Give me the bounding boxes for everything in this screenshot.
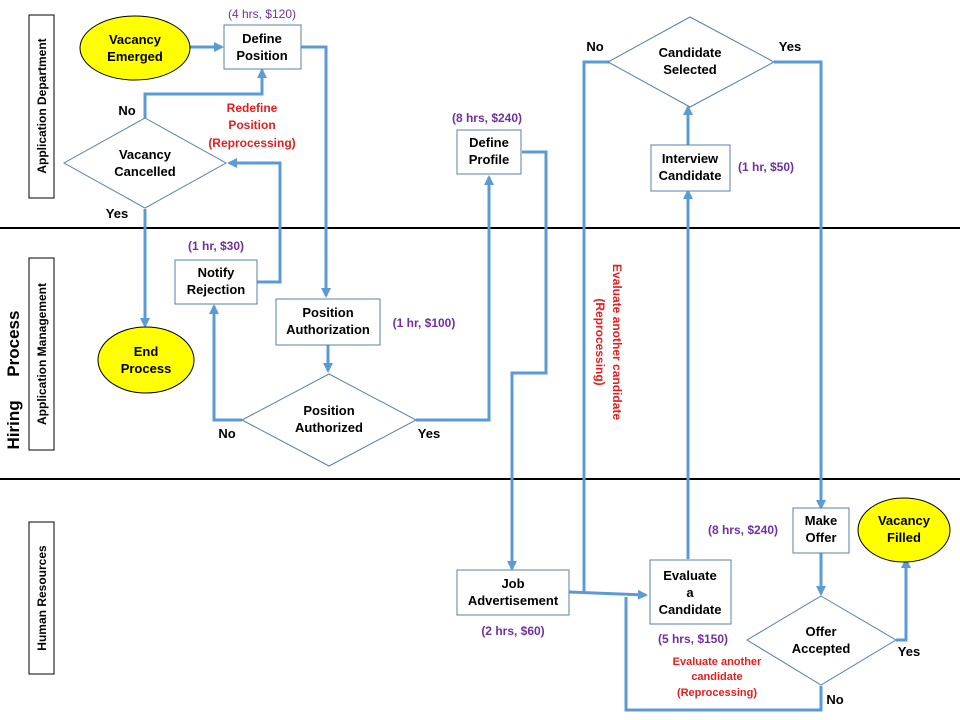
- accepted-no-label: No: [826, 692, 843, 707]
- svg-text:Offer: Offer: [805, 530, 836, 545]
- svg-text:Position: Position: [228, 118, 275, 132]
- flow-lines: [140, 42, 911, 712]
- interview-candidate-cost: (1 hr, $50): [738, 160, 794, 174]
- flow-arrow: [143, 68, 267, 118]
- flow-arrow: [624, 597, 823, 712]
- svg-text:Human Resources: Human Resources: [35, 545, 49, 651]
- vacancy-emerged-node: Vacancy Emerged: [79, 15, 191, 81]
- lane-human-resources: Human Resources: [28, 521, 55, 675]
- job-advertisement-cost: (2 hrs, $60): [481, 624, 544, 638]
- flow-arrow: [582, 60, 610, 594]
- svg-text:Job: Job: [501, 576, 524, 591]
- vacancy-filled-node: Vacancy Filled: [857, 497, 951, 563]
- flow-arrow: [227, 158, 282, 284]
- position-authorization-node: Position Authorization: [275, 298, 381, 346]
- vacancy-cancelled-node: Vacancy Cancelled: [62, 117, 228, 209]
- svg-text:Profile: Profile: [469, 152, 509, 167]
- svg-text:Position: Position: [303, 403, 354, 418]
- svg-text:Process: Process: [121, 361, 172, 376]
- process-title: Hiring Process: [4, 311, 23, 450]
- authorized-yes-label: Yes: [418, 426, 440, 441]
- svg-text:Authorized: Authorized: [295, 420, 363, 435]
- evaluate-another-vertical-annotation: Evaluate another candidate (Reprocessing…: [593, 264, 624, 420]
- notify-rejection-cost: (1 hr, $30): [188, 239, 244, 253]
- svg-text:Evaluate another: Evaluate another: [673, 656, 762, 668]
- cancelled-yes-label: Yes: [106, 206, 128, 221]
- svg-text:(Reprocessing): (Reprocessing): [677, 687, 757, 699]
- svg-text:(Reprocessing): (Reprocessing): [208, 136, 295, 150]
- candidate-selected-node: Candidate Selected: [606, 16, 776, 108]
- evaluate-candidate-cost: (5 hrs, $150): [658, 632, 728, 646]
- svg-text:Offer: Offer: [805, 624, 836, 639]
- evaluate-another-bottom-annotation: Evaluate another candidate (Reprocessing…: [673, 656, 762, 699]
- redefine-position-annotation: Redefine Position (Reprocessing): [208, 101, 295, 150]
- svg-text:Evaluate another candidate: Evaluate another candidate: [610, 264, 624, 420]
- define-profile-node: Define Profile: [456, 129, 522, 175]
- define-position-node: Define Position: [223, 24, 302, 70]
- make-offer-node: Make Offer: [792, 507, 850, 554]
- make-offer-cost: (8 hrs, $240): [708, 523, 778, 537]
- cancelled-no-label: No: [118, 103, 135, 118]
- lane-application-management: Application Management: [28, 257, 55, 451]
- svg-text:Candidate: Candidate: [659, 602, 722, 617]
- svg-text:Application Department: Application Department: [35, 38, 49, 173]
- evaluate-candidate-node: Evaluate a Candidate: [649, 559, 732, 625]
- svg-text:Filled: Filled: [887, 530, 921, 545]
- authorized-no-label: No: [218, 426, 235, 441]
- svg-text:Authorization: Authorization: [286, 322, 370, 337]
- svg-text:Interview: Interview: [662, 151, 719, 166]
- svg-text:Advertisement: Advertisement: [468, 593, 559, 608]
- svg-text:Cancelled: Cancelled: [114, 164, 175, 179]
- svg-text:End: End: [134, 344, 159, 359]
- svg-text:Vacancy: Vacancy: [878, 513, 931, 528]
- svg-text:Candidate: Candidate: [659, 45, 722, 60]
- svg-text:Position: Position: [302, 305, 353, 320]
- flow-arrow: [507, 150, 548, 571]
- flow-arrow: [416, 175, 494, 422]
- svg-text:Vacancy: Vacancy: [109, 32, 162, 47]
- selected-yes-label: Yes: [779, 39, 801, 54]
- svg-text:Position: Position: [236, 48, 287, 63]
- svg-text:Make: Make: [805, 513, 838, 528]
- svg-text:Accepted: Accepted: [792, 641, 851, 656]
- svg-text:Application Management: Application Management: [35, 283, 49, 425]
- flow-arrow: [774, 60, 826, 510]
- flow-arrow: [301, 45, 331, 298]
- interview-candidate-node: Interview Candidate: [650, 144, 731, 192]
- define-position-cost: (4 hrs, $120): [228, 7, 296, 21]
- offer-accepted-node: Offer Accepted: [746, 595, 897, 686]
- end-process-node: End Process: [97, 326, 195, 394]
- position-authorization-cost: (1 hr, $100): [393, 316, 456, 330]
- svg-text:(Reprocessing): (Reprocessing): [593, 298, 607, 385]
- svg-text:Candidate: Candidate: [659, 168, 722, 183]
- svg-text:Evaluate: Evaluate: [663, 568, 716, 583]
- flow-arrow: [896, 558, 911, 642]
- flow-arrow: [209, 304, 242, 422]
- svg-text:Rejection: Rejection: [187, 282, 246, 297]
- svg-text:candidate: candidate: [691, 671, 742, 683]
- svg-text:a: a: [686, 585, 694, 600]
- selected-no-label: No: [586, 39, 603, 54]
- svg-text:Emerged: Emerged: [107, 49, 163, 64]
- svg-text:Redefine: Redefine: [227, 101, 278, 115]
- svg-text:Define: Define: [469, 135, 509, 150]
- define-profile-cost: (8 hrs, $240): [452, 111, 522, 125]
- svg-text:Selected: Selected: [663, 62, 717, 77]
- accepted-yes-label: Yes: [898, 644, 920, 659]
- svg-text:Vacancy: Vacancy: [119, 147, 172, 162]
- notify-rejection-node: Notify Rejection: [174, 259, 258, 305]
- position-authorized-node: Position Authorized: [240, 373, 418, 467]
- svg-text:Hiring Process: Hiring Process: [4, 311, 23, 450]
- lane-application-department: Application Department: [28, 14, 55, 199]
- svg-text:Notify: Notify: [198, 265, 236, 280]
- flow-arrow: [568, 589, 648, 600]
- job-advertisement-node: Job Advertisement: [456, 569, 570, 616]
- svg-text:Define: Define: [242, 31, 282, 46]
